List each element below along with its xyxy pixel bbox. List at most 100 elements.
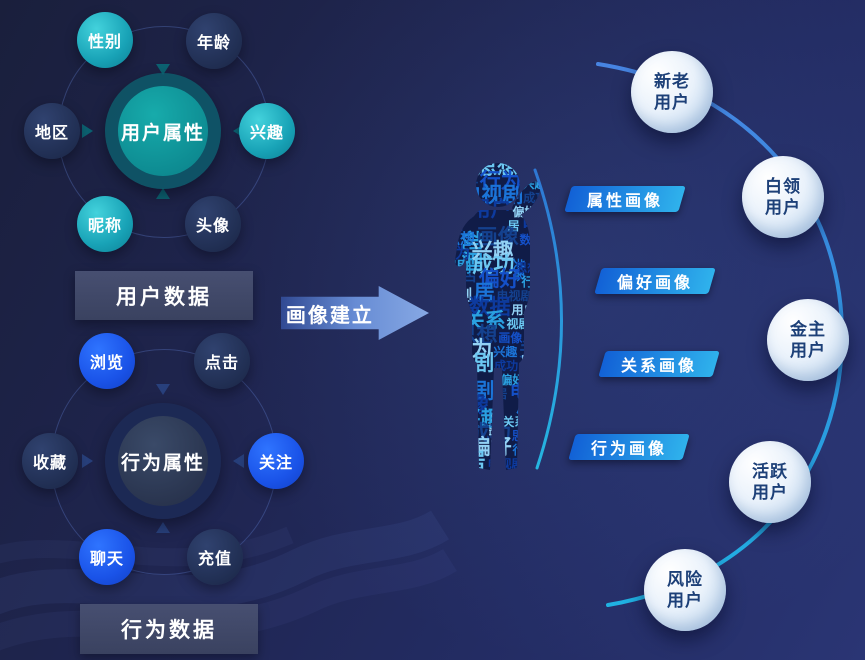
pill-label: 关系画像 [620,358,697,375]
svg-text:思想: 思想 [417,305,435,317]
svg-text:思想: 思想 [445,230,475,248]
svg-text:电视剧: 电视剧 [423,426,468,444]
build-arrow: 画像建立 [281,286,429,340]
segment-label: 金主用户 [790,319,826,360]
satellite-node-avatar: 头像 [185,196,241,252]
cluster-center-label: 行为属性 [120,452,205,474]
segment-circle-active: 活跃用户 [729,441,811,523]
svg-text:行为: 行为 [427,412,458,430]
segment-label: 白领用户 [765,176,801,217]
svg-text:画像: 画像 [418,207,437,219]
svg-text:用户: 用户 [427,179,446,191]
svg-text:电视剧: 电视剧 [413,174,425,201]
node-label: 关注 [258,455,293,472]
portrait-pill-preference: 偏好画像 [594,268,716,294]
svg-text:成功: 成功 [445,160,475,178]
arrow-marker-icon [156,384,170,395]
svg-text:关系: 关系 [433,216,463,234]
svg-text:数据: 数据 [469,295,511,319]
svg-text:居: 居 [474,281,495,305]
svg-text:画像: 画像 [437,300,468,318]
cluster-center-label: 用户属性 [120,122,205,144]
svg-text:视剧: 视剧 [433,454,463,472]
svg-text:兴趣: 兴趣 [472,239,515,263]
svg-text:画像: 画像 [477,225,520,249]
svg-text:成功: 成功 [494,358,518,373]
segment-circle-new-old: 新老用户 [631,51,713,133]
svg-text:兴趣: 兴趣 [432,314,463,332]
svg-text:居: 居 [508,219,520,233]
svg-text:偏好: 偏好 [448,174,478,192]
user-attributes-center: 用户属性 [105,73,221,189]
satellite-node-age: 年龄 [186,13,242,69]
behavior-data-label: 行为数据 [80,604,258,654]
svg-text:用户: 用户 [453,384,477,426]
svg-text:偏好: 偏好 [479,267,521,291]
node-label: 聊天 [89,551,124,568]
satellite-node-region: 地区 [24,103,80,159]
pill-label: 偏好画像 [616,275,693,292]
satellite-node-chat: 聊天 [79,529,135,585]
svg-text:兴趣: 兴趣 [413,221,432,233]
node-label: 充值 [197,551,232,568]
svg-text:视剧: 视剧 [423,193,441,205]
segment-label: 风险用户 [667,569,703,610]
portrait-pill-relationship: 关系画像 [598,351,720,377]
segment-label: 活跃用户 [752,461,788,502]
segment-label: 新老用户 [654,71,690,112]
node-label: 点击 [204,355,239,372]
portrait-pill-attribute: 属性画像 [564,186,686,212]
svg-text:思想: 思想 [476,155,518,179]
node-label: 浏览 [89,355,124,372]
svg-text:画像: 画像 [498,330,523,345]
svg-text:电视剧: 电视剧 [427,258,472,276]
build-arrow-label: 画像建立 [285,304,374,327]
svg-text:成功: 成功 [424,328,454,346]
svg-text:思想: 思想 [416,398,446,416]
svg-text:行为: 行为 [479,169,522,193]
satellite-node-follow: 关注 [248,433,304,489]
node-label: 兴趣 [249,125,284,142]
svg-text:居: 居 [465,449,486,473]
svg-text:数据: 数据 [426,370,456,388]
node-label: 性别 [87,34,122,51]
arrow-marker-icon [233,124,244,138]
divider-arc [533,168,563,470]
svg-text:行为: 行为 [409,327,421,346]
arrow-marker-icon [233,454,244,468]
segment-circle-risk: 风险用户 [644,549,726,631]
satellite-node-recharge: 充值 [187,529,243,585]
svg-text:用户: 用户 [470,197,512,221]
segment-circle-white-collar: 白领用户 [742,156,824,238]
satellite-node-interest: 兴趣 [239,103,295,159]
arrow-marker-icon [156,188,170,199]
svg-text:关系: 关系 [422,291,440,303]
arrow-marker-icon [156,522,170,533]
pill-label: 行为画像 [590,441,667,458]
svg-text:电视剧: 电视剧 [488,456,524,471]
svg-text:电视剧: 电视剧 [431,351,494,375]
svg-text:行为: 行为 [439,244,470,262]
data-label-text: 用户数据 [116,285,212,309]
node-label: 地区 [34,125,69,142]
data-label-text: 行为数据 [121,619,217,642]
svg-text:数据: 数据 [438,202,468,220]
svg-text:居: 居 [415,264,424,275]
svg-text:居: 居 [439,202,457,217]
behavior-attributes-center: 行为属性 [105,403,221,519]
svg-text:偏好: 偏好 [470,435,512,459]
svg-text:用户: 用户 [438,440,468,458]
arrow-marker-icon [82,124,93,138]
svg-text:关系: 关系 [512,258,527,282]
node-label: 昵称 [87,218,122,235]
svg-text:兴趣: 兴趣 [493,344,518,359]
portrait-pill-behavior: 行为画像 [568,434,690,460]
satellite-node-browse: 浏览 [79,333,135,389]
arrow-marker-icon [82,454,93,468]
wordcloud-silhouette: 电视剧成功思想画像数据用户偏好行为兴趣关系视剧居电视剧成功思想画像数据用户偏好行… [417,155,541,473]
svg-text:数据: 数据 [418,445,436,457]
svg-text:居: 居 [495,387,507,401]
pill-label: 属性画像 [586,193,663,210]
arrow-marker-icon [156,64,170,75]
